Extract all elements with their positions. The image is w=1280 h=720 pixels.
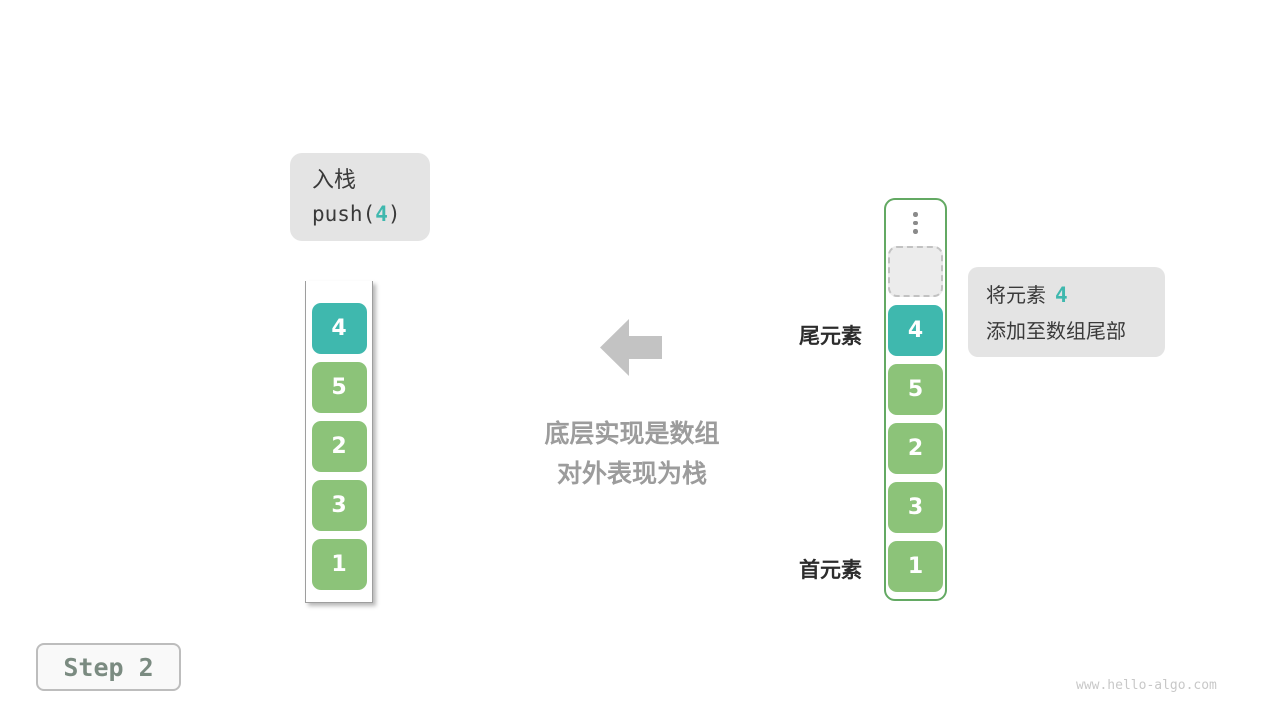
- annotation-line2: 添加至数组尾部: [986, 319, 1126, 343]
- stack-cell: 3: [888, 482, 943, 533]
- stack-view: 4 5 2 3 1: [305, 281, 373, 603]
- annotation-value: 4: [1055, 283, 1068, 307]
- stack-cell: 2: [888, 423, 943, 474]
- code-arg: 4: [375, 202, 388, 226]
- vertical-ellipsis-icon: [913, 208, 918, 238]
- stack-cell: 2: [311, 421, 367, 472]
- stack-cell: 4: [888, 305, 943, 356]
- push-operation-label: 入栈 push(4): [290, 153, 430, 241]
- stack-cell: 5: [311, 362, 367, 413]
- watermark: www.hello-algo.com: [1076, 678, 1217, 693]
- caption-line1: 底层实现是数组: [544, 419, 720, 448]
- code-suffix: ): [387, 202, 401, 226]
- array-view: 4 5 2 3 1: [884, 198, 947, 601]
- stack-cell: 1: [311, 539, 367, 590]
- step-badge: Step 2: [36, 643, 181, 691]
- stack-cell: 1: [888, 541, 943, 592]
- head-element-label: 首元素: [799, 558, 862, 582]
- center-caption: 底层实现是数组 对外表现为栈: [482, 414, 782, 494]
- stack-cell: 4: [311, 303, 367, 354]
- empty-slot: [888, 246, 943, 297]
- left-arrow-icon: [600, 319, 662, 376]
- push-operation-code: push(4): [312, 199, 430, 229]
- stack-cell: 5: [888, 364, 943, 415]
- code-prefix: push(: [312, 202, 376, 226]
- array-cells: 4 5 2 3 1: [888, 305, 943, 592]
- push-operation-title: 入栈: [312, 168, 357, 193]
- stack-cell: 3: [311, 480, 367, 531]
- tail-element-label: 尾元素: [799, 324, 862, 348]
- caption-line2: 对外表现为栈: [556, 459, 707, 488]
